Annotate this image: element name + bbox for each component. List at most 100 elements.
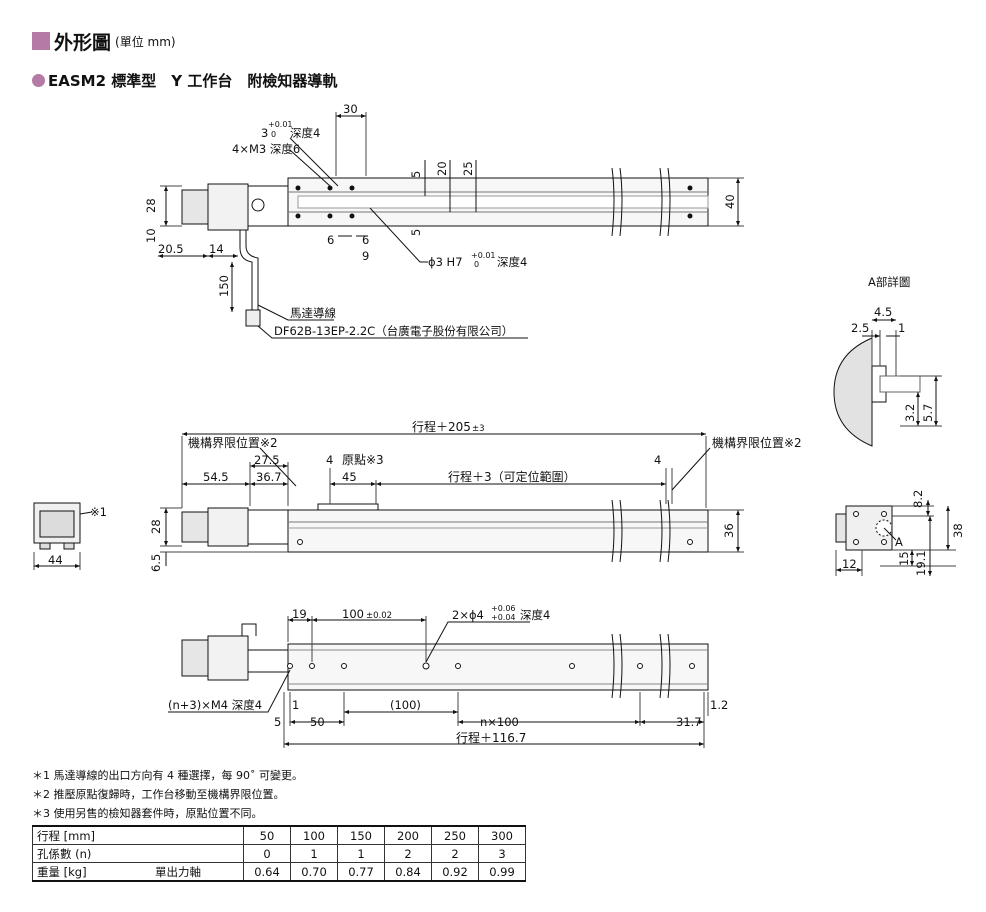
dim-19-1: 19.1 xyxy=(914,550,928,576)
dim-100: 100 xyxy=(342,607,364,621)
dim-45: 45 xyxy=(342,470,357,484)
m4-label: (n+3)×M4 深度4 xyxy=(168,698,262,712)
bullet-dot-icon xyxy=(32,74,45,87)
page-title: 外形圖 (單位 mm) xyxy=(32,28,176,54)
dim-28: 28 xyxy=(144,198,158,213)
dim-6-5: 6.5 xyxy=(149,554,163,572)
dim-20: 20 xyxy=(435,161,449,176)
dim-30: 30 xyxy=(343,102,358,116)
cable-label: 馬達導線 xyxy=(290,306,336,320)
table-cell: 0.84 xyxy=(384,862,432,882)
detail-a-title: A部詳圖 xyxy=(868,275,910,289)
dim-n100: n×100 xyxy=(480,715,519,729)
tol-3-lower: 0 xyxy=(271,130,276,139)
connector-body xyxy=(245,309,261,327)
dim-54-5: 54.5 xyxy=(203,470,229,484)
front-view xyxy=(160,432,744,566)
end-view-labels: 8.2 38 15 19.1 12 A xyxy=(842,490,965,576)
bottom-dim-5: 5 xyxy=(274,715,281,729)
dim-100-tol: ±0.02 xyxy=(366,611,392,621)
note-2: ＊2 推壓原點復歸時，工作台移動至機構界限位置。 xyxy=(32,788,285,801)
holes-tol-lower: +0.04 xyxy=(491,613,516,622)
motor-body xyxy=(207,183,249,231)
table-cell: 2 xyxy=(431,844,479,863)
table-cell-label: 行程 [mm] xyxy=(32,825,244,845)
table-cell: 150 xyxy=(337,825,385,845)
dim-2-5: 2.5 xyxy=(851,321,869,335)
top-view-labels: 30 3 +0.01 0 深度4 4×M3 深度6 5 20 25 28 40 … xyxy=(144,102,737,338)
dim-14: 14 xyxy=(209,242,224,256)
depth-4-label: 深度4 xyxy=(290,126,320,140)
table-cell-label: 重量 [kg] 單出力軸 xyxy=(32,862,244,882)
subtitle: EASM2 標準型 Y 工作台 附檢知器導軌 xyxy=(32,70,337,91)
dim-5a: 5 xyxy=(409,171,423,178)
dim-3-2: 3.2 xyxy=(903,404,917,422)
end-dim-12: 12 xyxy=(842,557,857,571)
table-cell: 200 xyxy=(384,825,432,845)
pin-tol-upper: +0.01 xyxy=(471,251,496,260)
table-cell: 100 xyxy=(290,825,338,845)
bottom-dim-1: 1 xyxy=(292,698,299,712)
dim-6b: 6 xyxy=(362,233,369,247)
table-cell: 3 xyxy=(478,844,526,863)
connector-label: DF62B-13EP-2.2C（台廣電子股份有限公司） xyxy=(274,324,513,338)
table-cell: 300 xyxy=(478,825,526,845)
dim-1-2: 1.2 xyxy=(710,698,728,712)
dim-6a: 6 xyxy=(327,233,334,247)
end-view xyxy=(835,500,956,576)
dim-5b: 5 xyxy=(409,229,423,236)
table-row-holes: 孔係數 (n) 0 1 1 2 2 3 xyxy=(32,844,526,863)
dim-1: 1 xyxy=(898,321,905,335)
table-cell: 0.64 xyxy=(243,862,291,882)
note-3: ＊3 使用另售的檢知器套件時，原點位置不同。 xyxy=(32,807,263,820)
table-cell: 250 xyxy=(431,825,479,845)
dim-20-5: 20.5 xyxy=(158,242,184,256)
dim-27-5: 27.5 xyxy=(254,453,280,467)
dim-44: 44 xyxy=(48,553,63,567)
dim-4a: 4 xyxy=(326,453,333,467)
table-row-mass: 重量 [kg] 單出力軸 0.64 0.70 0.77 0.84 0.92 0.… xyxy=(32,862,526,882)
dim-10: 10 xyxy=(144,228,158,243)
tol-3-upper: +0.01 xyxy=(268,120,293,129)
dim-4b: 4 xyxy=(654,453,661,467)
note-1: ＊1 馬達導線的出口方向有 4 種選擇，每 90˚ 可變更。 xyxy=(32,769,303,782)
side-view xyxy=(33,502,93,570)
end-dim-38: 38 xyxy=(951,523,965,538)
front-dim-28: 28 xyxy=(149,519,163,534)
spec-table: 行程 [mm] 50 100 150 200 250 300 孔係數 (n) 0… xyxy=(32,825,526,882)
dim-4-5: 4.5 xyxy=(874,305,892,319)
holes-label: 2×ϕ4 xyxy=(452,608,484,622)
table-cell: 0.92 xyxy=(431,862,479,882)
dim-5-7: 5.7 xyxy=(921,404,935,422)
dim-3: 3 xyxy=(261,126,268,140)
table-cell: 2 xyxy=(384,844,432,863)
stroke-total: 行程＋205 xyxy=(412,419,471,434)
limit-left: 機構界限位置※2 xyxy=(188,435,278,450)
title-square-icon xyxy=(32,32,50,50)
detail-a-view xyxy=(833,318,942,447)
stroke-total-tol: ±3 xyxy=(472,424,485,434)
table-cell: 0.77 xyxy=(337,862,385,882)
table-cell: 0.99 xyxy=(478,862,526,882)
side-view-labels: ※1 44 xyxy=(48,505,107,567)
title-text: 外形圖 xyxy=(54,31,112,54)
dim-9: 9 xyxy=(362,249,369,263)
stroke-116: 行程＋116.7 xyxy=(456,730,526,745)
holes-tol-upper: +0.06 xyxy=(491,604,516,613)
end-dim-15: 15 xyxy=(897,551,911,566)
bottom-view xyxy=(168,616,709,748)
pin-tol-lower: 0 xyxy=(474,260,479,269)
mass-label: 重量 [kg] xyxy=(37,864,87,879)
dim-paren-100: (100) xyxy=(390,698,421,712)
limit-right: 機構界限位置※2 xyxy=(712,435,802,450)
mass-sublabel: 單出力軸 xyxy=(155,864,201,879)
bottom-view-labels: 19 100 ±0.02 2×ϕ4 +0.06 +0.04 深度4 (n+3)×… xyxy=(168,604,728,745)
dim-8-2: 8.2 xyxy=(911,490,925,508)
table-cell: 1 xyxy=(290,844,338,863)
table-row-stroke: 行程 [mm] 50 100 150 200 250 300 xyxy=(32,825,526,845)
front-view-labels: 行程＋205 ±3 機構界限位置※2 機構界限位置※2 27.5 4 原點※3 … xyxy=(149,419,802,572)
table-cell: 0.70 xyxy=(290,862,338,882)
origin-label: 原點※3 xyxy=(342,453,384,467)
dim-25: 25 xyxy=(461,161,475,176)
